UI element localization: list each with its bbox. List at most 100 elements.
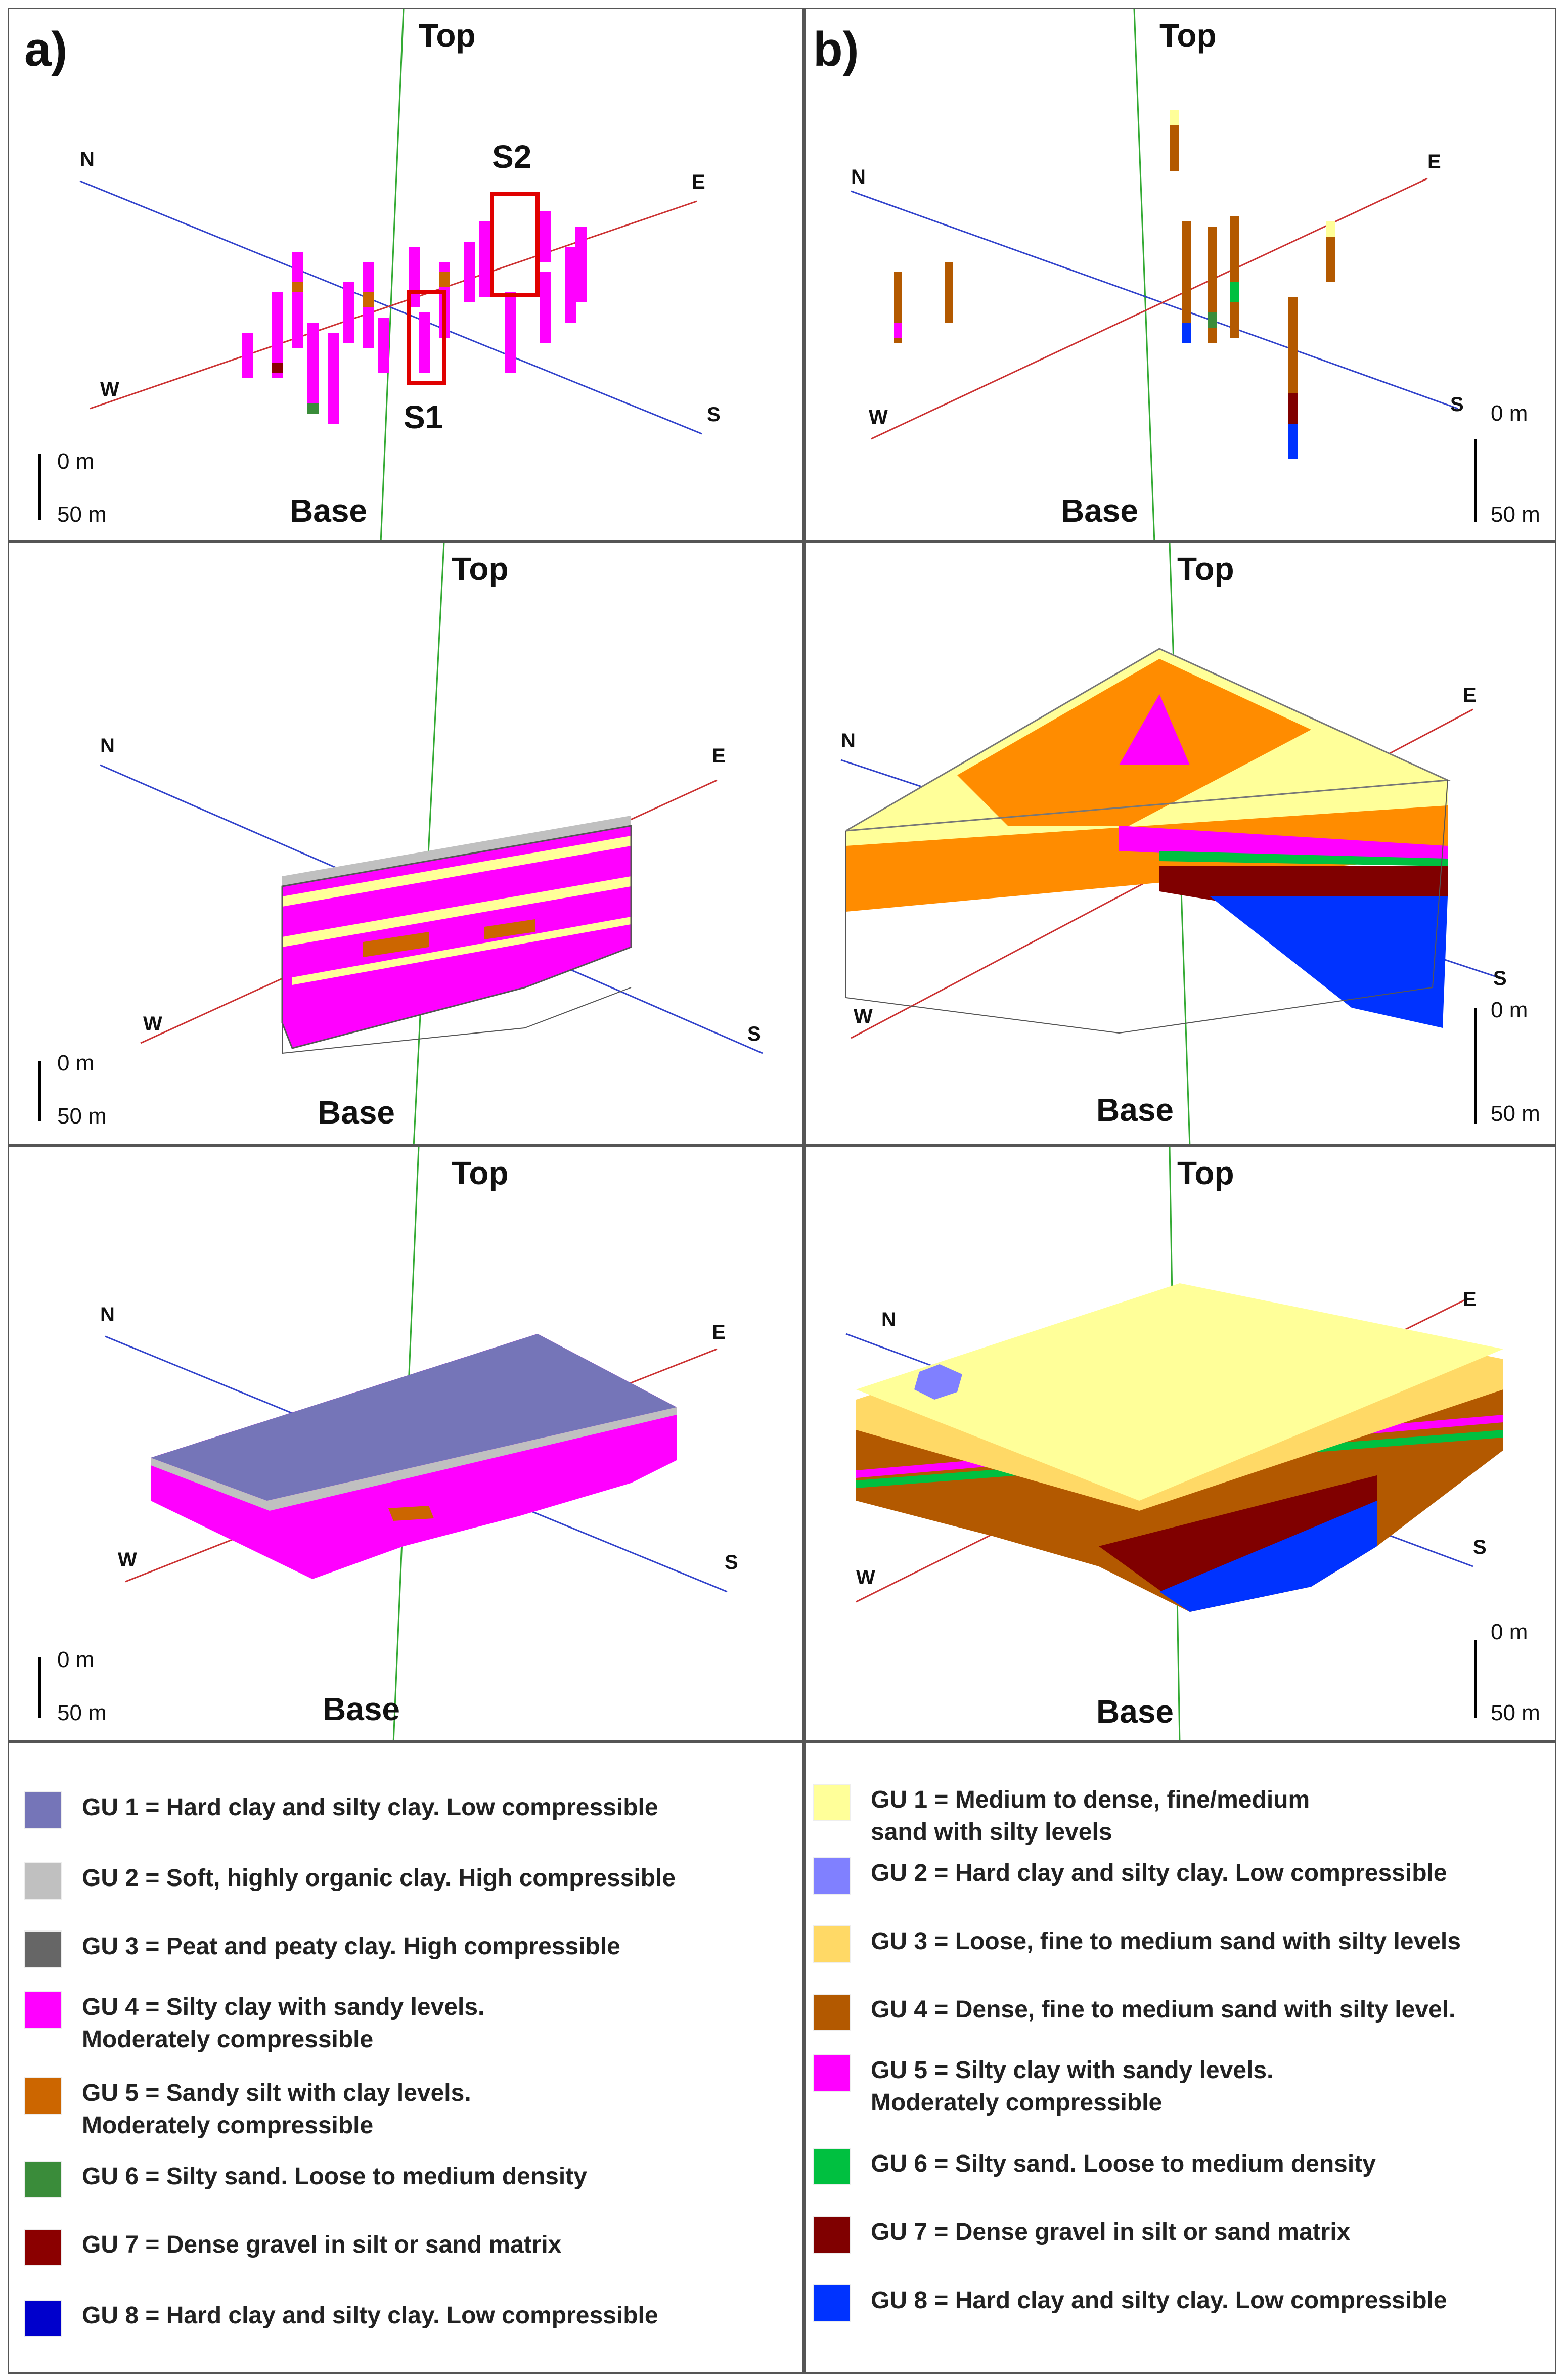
legend-a-swatch-gu6 xyxy=(24,2161,62,2198)
legend-a-text: GU 3 = Peat and peaty clay. High compres… xyxy=(82,1933,620,1960)
axis-label-top: Top xyxy=(419,17,476,54)
legend-b-item: GU 5 = Silty clay with sandy levels. Mod… xyxy=(813,2054,1273,2119)
legend-b-swatch-gu3 xyxy=(813,1925,851,1963)
panel-a-model-drawing xyxy=(38,1147,728,1740)
legend-b-swatch-gu2 xyxy=(813,1857,851,1895)
legend-a-text: GU 1 = Hard clay and silty clay. Low com… xyxy=(82,1794,658,1821)
vertical-axis-line xyxy=(1133,9,1155,540)
legend-b-item: GU 4 = Dense, fine to medium sand with s… xyxy=(813,1994,1455,2031)
legend-a-swatch-gu2 xyxy=(24,1862,62,1900)
vertical-axis-line xyxy=(380,9,405,540)
scale-label-fifty: 50 m xyxy=(57,1700,107,1725)
legend-a-text: GU 2 = Soft, highly organic clay. High c… xyxy=(82,1865,676,1892)
scale-label-fifty: 50 m xyxy=(1491,1101,1540,1126)
axis-label-base: Base xyxy=(323,1691,400,1727)
legend-a-swatch-gu5 xyxy=(24,2077,62,2115)
section-s1-box xyxy=(407,290,446,385)
axis-label-top: Top xyxy=(452,1155,509,1191)
legend-a-item: GU 8 = Hard clay and silty clay. Low com… xyxy=(24,2300,658,2337)
axis-label-south: S xyxy=(1493,967,1507,990)
north-south-axis-line xyxy=(79,180,702,435)
axis-label-north: N xyxy=(80,148,95,170)
legend-a: GU 1 = Hard clay and silty clay. Low com… xyxy=(8,1742,804,2374)
axis-label-base: Base xyxy=(1061,492,1138,529)
axis-label-east: E xyxy=(1427,151,1441,173)
axis-label-east: E xyxy=(1463,684,1477,706)
borehole-cluster xyxy=(894,110,1335,459)
scale-label-fifty: 50 m xyxy=(57,1104,107,1129)
scale-label-zero: 0 m xyxy=(57,449,95,474)
axis-label-east: E xyxy=(1463,1288,1477,1311)
legend-a-item: GU 6 = Silty sand. Loose to medium densi… xyxy=(24,2161,587,2198)
legend-a-swatch-gu3 xyxy=(24,1930,62,1968)
legend-b-swatch-gu5 xyxy=(813,2054,851,2092)
legend-b-text: GU 4 = Dense, fine to medium sand with s… xyxy=(871,1996,1456,2023)
scale-label-fifty: 50 m xyxy=(1491,502,1540,527)
axis-label-east: E xyxy=(692,171,705,193)
axis-label-north: N xyxy=(881,1309,896,1331)
panel-a-sections: Top Base N E W S 0 m 50 m xyxy=(8,541,804,1145)
axis-label-south: S xyxy=(1450,393,1464,416)
north-south-axis-line xyxy=(851,190,1458,410)
legend-a-text: GU 4 = Silty clay with sandy levels. Mod… xyxy=(82,1994,485,2053)
scale-label-zero: 0 m xyxy=(1491,401,1528,426)
legend-b-swatch-gu7 xyxy=(813,2216,851,2254)
legend-b-text: GU 8 = Hard clay and silty clay. Low com… xyxy=(871,2287,1447,2314)
axis-label-south: S xyxy=(707,403,721,426)
axis-label-base: Base xyxy=(318,1094,395,1131)
west-east-axis-line xyxy=(90,200,697,410)
legend-a-swatch-gu1 xyxy=(24,1791,62,1829)
axis-label-west: W xyxy=(854,1005,873,1027)
axis-label-base: Base xyxy=(290,492,367,529)
axis-label-top: Top xyxy=(1159,17,1217,54)
legend-a-text: GU 8 = Hard clay and silty clay. Low com… xyxy=(82,2302,658,2329)
panel-a-boreholes-drawing xyxy=(38,9,702,540)
axis-label-north: N xyxy=(841,730,856,752)
section-label-s1: S1 xyxy=(404,399,443,435)
legend-b-text: GU 3 = Loose, fine to medium sand with s… xyxy=(871,1928,1461,1955)
panel-b-sections: Top Base N E W S 0 m 50 m xyxy=(804,541,1556,1145)
legend-a-swatch-gu8 xyxy=(24,2300,62,2337)
axis-label-north: N xyxy=(100,1304,115,1326)
axis-label-west: W xyxy=(118,1549,137,1571)
axis-label-south: S xyxy=(1473,1536,1487,1558)
legend-a-swatch-gu4 xyxy=(24,1991,62,2029)
axis-label-south: S xyxy=(725,1551,738,1574)
legend-b-item: GU 8 = Hard clay and silty clay. Low com… xyxy=(813,2284,1447,2322)
cross-section-fence xyxy=(281,816,632,1054)
cross-section-fence xyxy=(845,648,1451,1034)
panel-a-boreholes: a) Top Base N E W S S2 S1 0 m 50 m xyxy=(8,8,804,541)
axis-label-north: N xyxy=(851,166,866,188)
solid-model-block xyxy=(151,1334,677,1579)
legend-b-text: GU 1 = Medium to dense, fine/medium sand… xyxy=(871,1786,1310,1846)
legend-a-text: GU 5 = Sandy silt with clay levels. Mode… xyxy=(82,2080,471,2139)
axis-label-north: N xyxy=(100,735,115,757)
solid-model-block xyxy=(856,1283,1503,1612)
legend-b-item: GU 2 = Hard clay and silty clay. Low com… xyxy=(813,1857,1447,1895)
panel-b-boreholes: b) Top Base N E W S 0 m 50 m xyxy=(804,8,1556,541)
axis-label-base: Base xyxy=(1096,1693,1174,1730)
legend-a-text: GU 6 = Silty sand. Loose to medium densi… xyxy=(82,2163,587,2190)
scale-label-fifty: 50 m xyxy=(57,502,107,527)
legend-b-swatch-gu6 xyxy=(813,2148,851,2185)
axis-label-top: Top xyxy=(1177,551,1234,587)
scale-label-zero: 0 m xyxy=(1491,998,1528,1022)
panel-b-model-drawing xyxy=(845,1147,1503,1740)
legend-a-item: GU 1 = Hard clay and silty clay. Low com… xyxy=(24,1791,658,1829)
axis-label-west: W xyxy=(100,378,119,400)
legend-b-text: GU 2 = Hard clay and silty clay. Low com… xyxy=(871,1860,1447,1887)
panel-label-a: a) xyxy=(24,22,68,76)
axis-label-east: E xyxy=(712,745,726,767)
legend-b-item: GU 1 = Medium to dense, fine/medium sand… xyxy=(813,1784,1310,1849)
panel-a-sections-drawing xyxy=(38,543,763,1144)
scale-label-fifty: 50 m xyxy=(1491,1700,1540,1725)
legend-b-swatch-gu1 xyxy=(813,1784,851,1821)
panel-b-boreholes-drawing xyxy=(851,9,1477,540)
legend-b: GU 1 = Medium to dense, fine/medium sand… xyxy=(804,1742,1556,2374)
panel-b-sections-drawing xyxy=(840,543,1499,1144)
axis-label-south: S xyxy=(747,1023,761,1045)
legend-a-item: GU 5 = Sandy silt with clay levels. Mode… xyxy=(24,2077,471,2142)
legend-a-swatch-gu7 xyxy=(24,2229,62,2266)
legend-a-item: GU 3 = Peat and peaty clay. High compres… xyxy=(24,1930,620,1968)
axis-label-west: W xyxy=(856,1566,875,1589)
